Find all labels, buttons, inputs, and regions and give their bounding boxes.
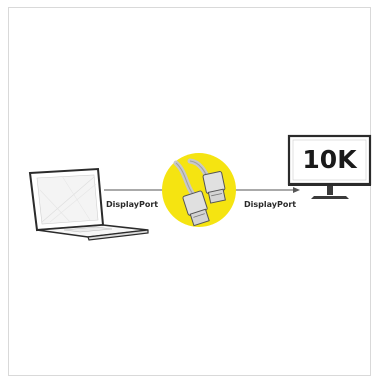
left-label: DisplayPort — [106, 200, 158, 209]
right-label: DisplayPort — [244, 200, 296, 209]
displayport-cable-icon — [162, 153, 236, 227]
arrow-head-icon — [293, 187, 300, 193]
monitor-resolution-text: 10K — [302, 145, 358, 174]
